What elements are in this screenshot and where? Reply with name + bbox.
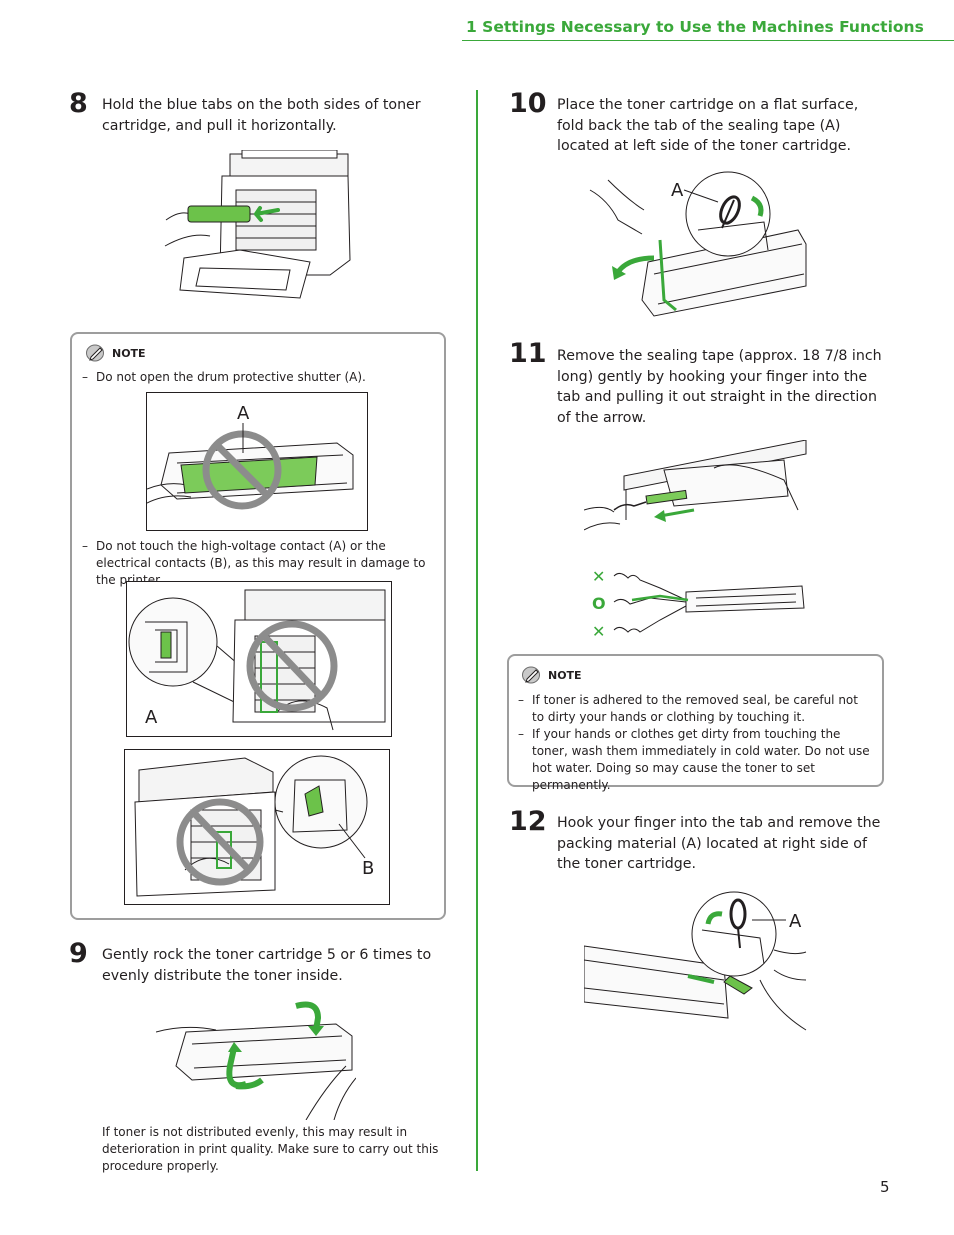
note-dash: – bbox=[82, 370, 88, 384]
callout-a-label: A bbox=[237, 403, 250, 424]
running-header: 1 Settings Necessary to Use the Machines… bbox=[466, 18, 924, 36]
note-dash: – bbox=[518, 693, 524, 707]
step-12-text: Hook your finger into the tab and remove… bbox=[557, 815, 881, 872]
high-voltage-contact-illustration: A bbox=[128, 589, 386, 731]
pencil-note-icon bbox=[522, 666, 540, 684]
page-number: 5 bbox=[880, 1178, 890, 1196]
note-2-item-1: – If toner is adhered to the removed sea… bbox=[518, 692, 873, 726]
note-1-item-2-text: Do not touch the high-voltage contact (A… bbox=[96, 539, 426, 587]
remove-packing-material-illustration: A bbox=[584, 891, 807, 1031]
note-2-item-2: – If your hands or clothes get dirty fro… bbox=[518, 726, 873, 794]
note-dash: – bbox=[82, 539, 88, 553]
note-2-header: NOTE bbox=[522, 666, 582, 684]
note-1-item-1: – Do not open the drum protective shutte… bbox=[82, 369, 437, 386]
note-dash: – bbox=[518, 727, 524, 741]
step-10-text: Place the toner cartridge on a flat surf… bbox=[557, 97, 859, 154]
correct-mark-icon: O bbox=[592, 594, 606, 613]
step-10-number: 10 bbox=[509, 88, 547, 119]
callout-b-label: B bbox=[362, 858, 374, 879]
printer-remove-cartridge-illustration bbox=[164, 150, 351, 299]
step-8-text: Hold the blue tabs on the both sides of … bbox=[102, 97, 421, 134]
note-1-label: NOTE bbox=[112, 346, 146, 360]
step-8-number: 8 bbox=[69, 88, 88, 119]
step-9-text: Gently rock the toner cartridge 5 or 6 t… bbox=[102, 947, 432, 984]
note-1-item-2: – Do not touch the high-voltage contact … bbox=[82, 538, 437, 589]
step-12-number: 12 bbox=[509, 806, 547, 837]
step-11-text: Remove the sealing tape (approx. 18 7/8 … bbox=[557, 348, 882, 426]
incorrect-mark-icon: ✕ bbox=[592, 622, 605, 641]
callout-a-label: A bbox=[671, 180, 684, 201]
note-1-item-1-text: Do not open the drum protective shutter … bbox=[96, 370, 366, 384]
fold-sealing-tape-illustration: A bbox=[589, 171, 807, 317]
column-divider bbox=[476, 90, 478, 1171]
note-2-item-2-text: If your hands or clothes get dirty from … bbox=[532, 727, 870, 792]
step-11-number: 11 bbox=[509, 338, 547, 369]
step-9-number: 9 bbox=[69, 938, 88, 969]
note-2-label: NOTE bbox=[548, 668, 582, 682]
drum-shutter-illustration: A bbox=[147, 403, 354, 510]
rock-toner-cartridge-illustration bbox=[156, 1001, 356, 1120]
incorrect-mark-icon: ✕ bbox=[592, 567, 605, 586]
remove-sealing-tape-illustration bbox=[584, 440, 807, 531]
note-1-header: NOTE bbox=[86, 344, 146, 362]
note-box-2 bbox=[507, 654, 884, 787]
callout-a-label: A bbox=[789, 911, 802, 932]
pencil-note-icon bbox=[86, 344, 104, 362]
callout-a-label: A bbox=[145, 707, 158, 728]
step-9-caption: If toner is not distributed evenly, this… bbox=[102, 1125, 439, 1173]
note-2-item-1-text: If toner is adhered to the removed seal,… bbox=[532, 693, 858, 724]
electrical-contacts-illustration: B bbox=[134, 755, 374, 897]
tape-removal-examples-illustration: ✕ O ✕ bbox=[592, 567, 805, 641]
header-rule bbox=[462, 40, 954, 41]
